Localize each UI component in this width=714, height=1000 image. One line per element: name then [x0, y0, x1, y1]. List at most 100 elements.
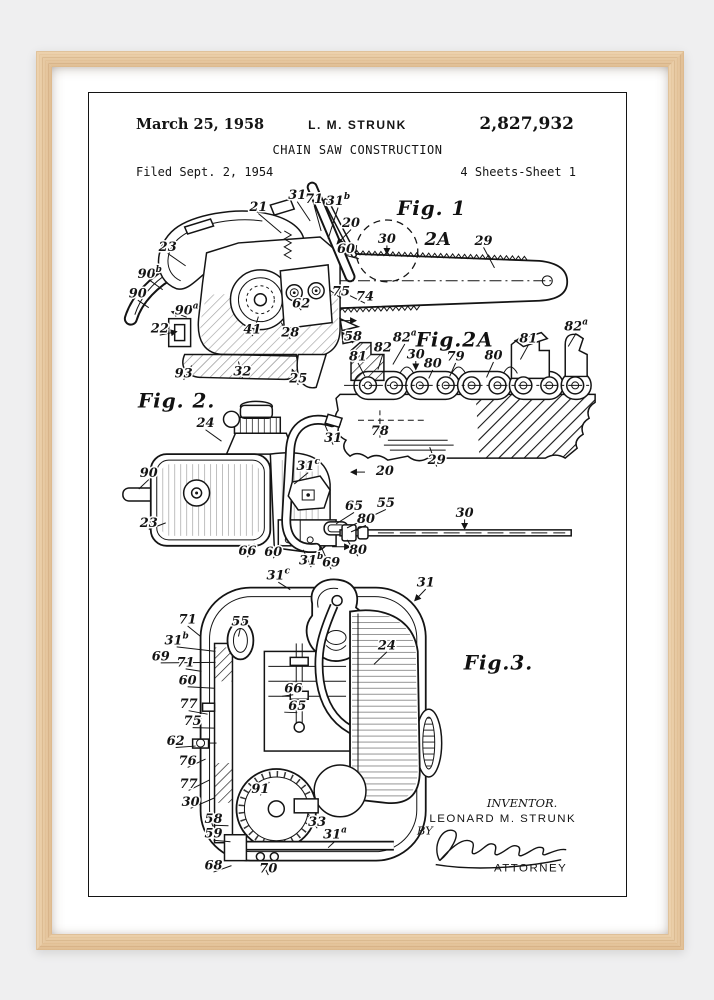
callout-leader [137, 299, 150, 309]
callout-90: 90 [140, 466, 158, 481]
callout-leader [320, 546, 332, 570]
callout-31b: 31b [326, 192, 350, 209]
callout-leader [335, 512, 355, 525]
callout-91: 91 [251, 782, 269, 797]
callout-leader [246, 543, 255, 558]
callout-60: 60 [337, 242, 355, 257]
callout-32: 32 [233, 364, 251, 379]
callout-leader [190, 797, 215, 809]
figure-2-drawing [122, 400, 572, 553]
callout-leader [296, 201, 311, 222]
callout-58: 58 [205, 812, 223, 827]
attorney-label: ATTORNEY [494, 863, 567, 875]
callout-31a: 31a [323, 826, 347, 843]
callout-leader [293, 472, 309, 485]
callout-55: 55 [231, 615, 249, 630]
callout-30: 30 [182, 795, 200, 810]
callout-31c: 31c [296, 457, 320, 474]
callout-75: 75 [332, 285, 350, 300]
figure-1-drawing [123, 181, 569, 389]
callout-leader [291, 368, 299, 386]
callout-leader [176, 646, 216, 652]
callout-leader [341, 332, 354, 344]
frame-edge-right [668, 51, 684, 950]
callout-21: 21 [248, 200, 267, 215]
callout-90a: 90a [175, 302, 199, 319]
callout-31: 31 [417, 576, 435, 591]
callout-leader [260, 860, 269, 876]
callout-leader [282, 694, 294, 697]
callout-23: 23 [139, 516, 158, 531]
callout-leader [170, 310, 187, 318]
callout-leader [138, 479, 150, 490]
callout-leader [428, 369, 434, 379]
callout-77: 77 [180, 697, 198, 712]
callout-leader [205, 429, 222, 442]
callout-leader [414, 588, 427, 602]
callout-74: 74 [356, 290, 374, 305]
figure-2a-drawing [334, 331, 596, 462]
callout-30: 30 [456, 506, 474, 521]
inventor-short-name: L. M. STRUNK [308, 118, 407, 132]
callout-62: 62 [292, 297, 310, 312]
callout-30: 30 [407, 348, 425, 363]
callout-69: 69 [152, 649, 170, 664]
callout-29: 29 [427, 453, 446, 468]
attorney-signature [435, 829, 567, 869]
callout-25: 25 [288, 371, 307, 386]
callout-leader [293, 300, 302, 311]
callout-leader [307, 813, 318, 829]
figure-label-fig3: Fig.3. [463, 650, 533, 674]
callout-90b: 90b [138, 265, 162, 282]
figure-label-fig2a: Fig.2A [415, 328, 494, 352]
callout-71: 71 [177, 655, 195, 670]
callout-leader [324, 425, 334, 445]
callout-leader [187, 758, 206, 768]
callout-24: 24 [196, 416, 215, 431]
callout-71: 71 [179, 613, 197, 628]
by-label: BY [416, 824, 434, 838]
callout-31: 31 [288, 188, 306, 203]
callout-65: 65 [288, 699, 306, 714]
callout-20: 20 [375, 464, 394, 479]
callout-93: 93 [175, 366, 193, 381]
callout-leader [449, 362, 457, 377]
callout-leader [185, 668, 202, 672]
callout-60: 60 [264, 545, 282, 560]
callout-leader [213, 839, 231, 843]
callout-leader [350, 524, 367, 533]
callout-leader [313, 205, 322, 232]
callout-leader [259, 781, 270, 796]
callout-82a: 82a [564, 318, 588, 335]
callout-59: 59 [205, 827, 223, 842]
callout-24: 24 [377, 638, 396, 653]
callout-leader [302, 549, 312, 568]
callout-55: 55 [377, 496, 395, 511]
inventor-name: LEONARD M. STRUNK [429, 813, 576, 825]
callout-leader [237, 361, 243, 379]
callout-leader [327, 840, 336, 849]
callout-leader [280, 322, 291, 340]
callout-leader [483, 247, 495, 269]
callout-leader [429, 447, 438, 467]
callout-leader [237, 627, 241, 637]
callout-leader [373, 651, 388, 665]
patent-sheet: March 25, 1958 L. M. STRUNK 2,827,932 CH… [88, 92, 627, 897]
callout-leader [149, 279, 164, 291]
inventor-heading: INVENTOR. [486, 796, 557, 810]
callout-90: 90 [129, 287, 147, 302]
signature-block: INVENTOR. LEONARD M. STRUNK BY ATTORNEY [416, 796, 576, 875]
callout-31c: 31c [267, 567, 291, 584]
callout-82a: 82a [393, 329, 417, 346]
callout-leader [159, 329, 178, 337]
callout-58: 58 [344, 330, 362, 345]
frame-edge-top [36, 51, 684, 67]
patent-date: March 25, 1958 [136, 116, 265, 133]
callout-31b: 31b [165, 631, 189, 648]
callout-leader [346, 539, 359, 557]
callout-leader [183, 365, 193, 381]
callout-leader [175, 745, 196, 749]
callout-leader [187, 625, 201, 637]
callout-33: 33 [308, 815, 326, 830]
